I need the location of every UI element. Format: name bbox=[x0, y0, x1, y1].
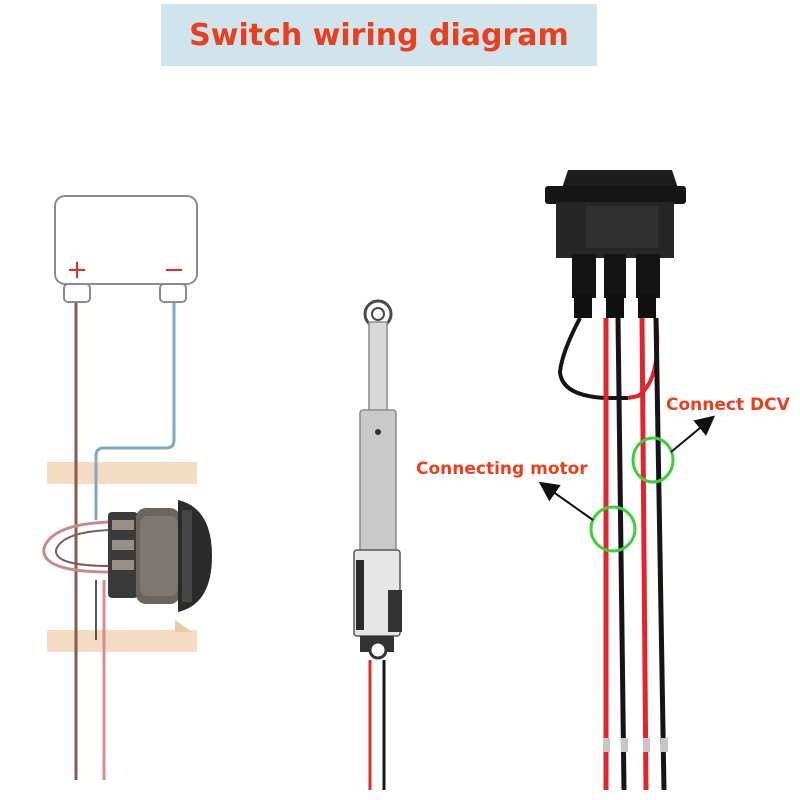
connecting-motor-ring bbox=[589, 505, 637, 553]
connecting-motor-label: Connecting motor bbox=[416, 459, 588, 479]
upper-mounting-board bbox=[47, 462, 197, 484]
jumper-loop-black bbox=[557, 317, 628, 400]
jumper-loop bbox=[42, 520, 111, 574]
connect-dcv-arrow bbox=[670, 415, 716, 453]
battery-negative-label: − bbox=[163, 255, 185, 285]
left-schematic: + − bbox=[42, 195, 212, 780]
connect-dcv-ring bbox=[631, 436, 675, 484]
battery: + − bbox=[54, 195, 198, 303]
round-rocker-switch bbox=[108, 500, 212, 612]
battery-positive-label: + bbox=[66, 255, 88, 285]
lower-mounting-board bbox=[47, 630, 197, 652]
rectangular-rocker-switch-assembly bbox=[545, 170, 686, 791]
connecting-motor-arrow bbox=[538, 481, 594, 521]
linear-actuator bbox=[353, 299, 402, 790]
connect-dcv-label: Connect DCV bbox=[666, 395, 790, 415]
title-banner: Switch wiring diagram bbox=[161, 4, 597, 66]
motor-black-wire bbox=[615, 317, 627, 791]
page-title: Switch wiring diagram bbox=[189, 17, 569, 53]
blue-wire bbox=[94, 300, 176, 520]
dcv-black-wire bbox=[653, 317, 667, 791]
dcv-red-wire bbox=[639, 317, 649, 791]
